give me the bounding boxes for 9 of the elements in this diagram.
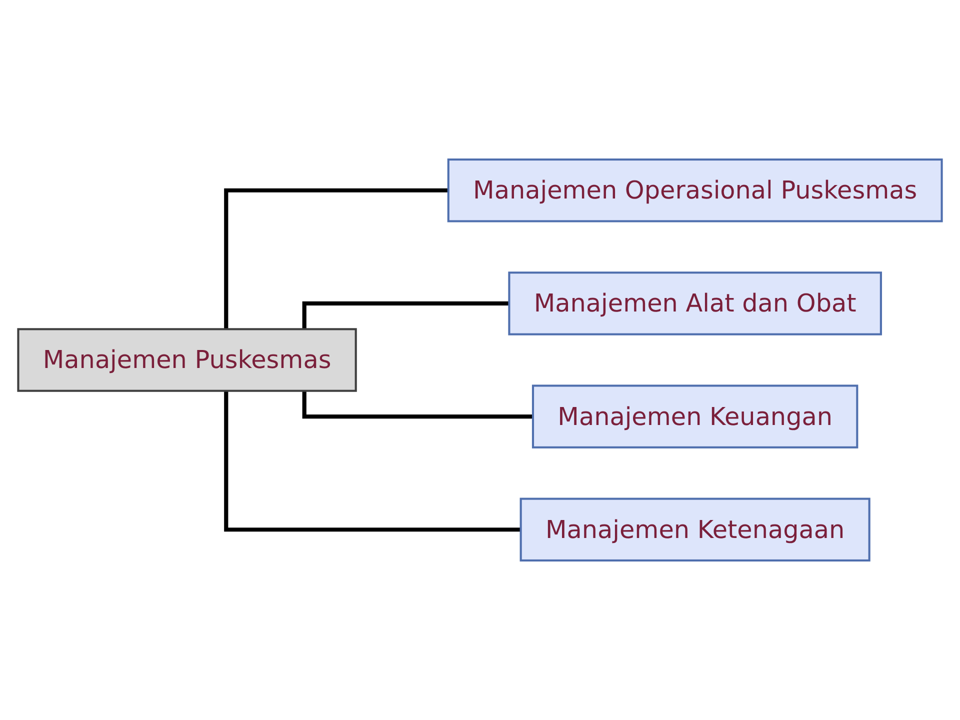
connector <box>302 390 533 419</box>
connector <box>302 301 510 330</box>
node-box: Manajemen Ketenagaan <box>520 498 870 562</box>
node-box: Manajemen Puskesmas <box>17 328 357 392</box>
node-box: Manajemen Keuangan <box>532 384 858 448</box>
node-box: Manajemen Operasional Puskesmas <box>447 158 943 222</box>
node-box: Manajemen Alat dan Obat <box>508 272 882 336</box>
connector <box>224 188 448 330</box>
connector <box>224 390 521 532</box>
